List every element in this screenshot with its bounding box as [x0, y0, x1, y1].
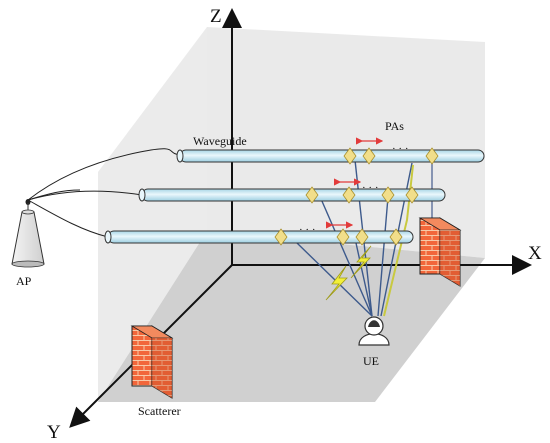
floor-plane — [98, 231, 485, 402]
waveguide-label: Waveguide — [193, 134, 247, 148]
side-plane — [98, 27, 207, 402]
lightning-bolts — [325, 245, 372, 301]
z-axis-label: Z — [210, 6, 222, 27]
y-axis-label: Y — [47, 422, 61, 443]
pa-diamond — [425, 147, 439, 165]
ellipsis-top: · · · — [392, 143, 409, 155]
pa-diamond — [381, 186, 395, 204]
scatterer-label: Scatterer — [138, 404, 181, 418]
access-point — [11, 199, 45, 268]
ue-label: UE — [363, 354, 379, 368]
ellipsis-middle: · · · — [362, 182, 379, 194]
ellipsis-bottom: · · · — [299, 224, 316, 236]
pinching-antennas — [274, 147, 439, 246]
user-icon — [358, 316, 390, 346]
pa-diamond — [336, 228, 350, 246]
lightning-icon — [350, 245, 372, 279]
pa-diamond — [343, 147, 357, 165]
pa-diamond — [305, 186, 319, 204]
waveguide-top — [176, 149, 485, 163]
pa-diamond — [362, 147, 376, 165]
scatterer-wall-right — [418, 217, 462, 287]
pa-diamond — [342, 186, 356, 204]
pa-diamond — [389, 228, 403, 246]
movement-arrows — [326, 137, 384, 229]
scatterer-wall-left — [130, 325, 174, 399]
waveguides — [104, 149, 485, 244]
pa-diamond — [405, 186, 419, 204]
pa-diamond — [274, 228, 288, 246]
lightning-icon — [325, 265, 348, 301]
pa-diamond — [355, 228, 369, 246]
x-axis-label: X — [528, 243, 542, 264]
ap-label: AP — [16, 274, 32, 288]
feed-cables — [27, 148, 181, 238]
waveguide-middle — [138, 188, 446, 202]
waveguide-bottom — [104, 230, 414, 244]
pas-label: PAs — [385, 119, 404, 133]
